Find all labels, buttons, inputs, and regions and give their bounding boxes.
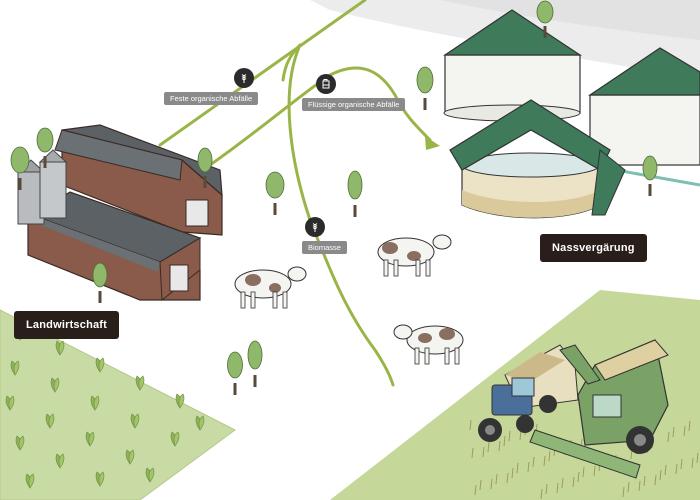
- stubble-stalk: [490, 478, 493, 490]
- crop-plant: [195, 415, 205, 431]
- crop-plant: [175, 393, 185, 409]
- tractor: [478, 344, 579, 442]
- label-nassvergaerung: Nassvergärung: [540, 234, 647, 262]
- field-left: [0, 309, 236, 500]
- background-band-inner: [420, 0, 700, 40]
- tree: [347, 170, 363, 217]
- liquid-container-icon: [316, 74, 336, 94]
- stubble-stalk: [675, 463, 678, 475]
- crop-plant: [125, 449, 135, 465]
- crop-plant: [25, 473, 35, 489]
- crop-plant: [95, 357, 105, 373]
- stubble-stalk: [498, 440, 501, 452]
- stubble-stalk: [672, 426, 675, 438]
- stubble-stalk: [495, 473, 498, 485]
- stubble-stalk: [506, 472, 509, 484]
- stubble-stalk: [516, 462, 519, 474]
- wheat-icon: [234, 68, 254, 88]
- stubble-stalk: [482, 446, 485, 458]
- crop-plant: [5, 395, 15, 411]
- crop-plant: [135, 375, 145, 391]
- crop-plant: [170, 431, 180, 447]
- stubble-stalk: [508, 430, 511, 442]
- stubble-stalk: [622, 486, 625, 498]
- tree: [197, 147, 213, 188]
- stubble-stalk: [577, 471, 580, 483]
- stubble-stalk: [659, 469, 662, 481]
- cow-3: [393, 324, 464, 365]
- stubble-stalk: [654, 474, 657, 486]
- stubble-stalk: [688, 420, 691, 432]
- stubble-stalk: [664, 464, 667, 476]
- crop-plant: [55, 453, 65, 469]
- stubble-stalk: [691, 457, 694, 469]
- stubble-stalk: [582, 466, 585, 478]
- tree: [36, 127, 54, 168]
- stubble-stalk: [683, 425, 686, 437]
- stubble-stalk: [487, 441, 490, 453]
- stubble-stalk: [469, 419, 472, 431]
- stubble-stalk: [503, 435, 506, 447]
- tree: [642, 155, 658, 196]
- crop-plant: [15, 435, 25, 451]
- stubble-stalk: [479, 479, 482, 491]
- stubble-stalk: [527, 461, 530, 473]
- flow-line-branch: [281, 43, 302, 82]
- crop-plant: [45, 413, 55, 429]
- stubble-stalk: [593, 465, 596, 477]
- combine-harvester: [529, 339, 669, 479]
- stubble-stalk: [474, 484, 477, 496]
- stubble-stalk: [680, 458, 683, 470]
- crop-plant: [130, 413, 140, 429]
- flow-lines: [158, 0, 432, 387]
- flow-line-liquid-waste: [208, 66, 432, 167]
- flow-arrowhead: [425, 136, 440, 150]
- tree: [10, 146, 30, 190]
- crop-plant: [50, 377, 60, 393]
- barn-back: [54, 124, 223, 236]
- flow-line-biomass: [287, 43, 395, 387]
- stubble-stalk: [511, 467, 514, 479]
- chip-biomasse: Biomasse: [302, 241, 347, 254]
- stubble-stalk: [471, 447, 474, 459]
- cow-2: [377, 234, 452, 277]
- chip-fluessige-abfaelle: Flüssige organische Abfälle: [302, 98, 406, 111]
- stubble-stalk: [543, 455, 546, 467]
- flow-line-solid-waste: [158, 0, 367, 147]
- stubble-stalk: [540, 488, 543, 500]
- stubble-stalk: [643, 475, 646, 487]
- stubble-stalk: [548, 450, 551, 462]
- tree: [536, 0, 554, 38]
- cow-1: [234, 266, 307, 309]
- crop-plant: [55, 340, 65, 356]
- crop-plant: [10, 360, 20, 376]
- tree: [247, 340, 263, 387]
- label-landwirtschaft: Landwirtschaft: [14, 311, 120, 339]
- stubble-stalk: [696, 452, 699, 464]
- wheat-icon: [305, 217, 325, 237]
- crop-plant: [145, 467, 155, 483]
- stubble-stalk: [638, 480, 641, 492]
- tree: [416, 66, 434, 110]
- crop-plant: [95, 471, 105, 487]
- stubble-stalk: [572, 476, 575, 488]
- stubble-stalk: [667, 431, 670, 443]
- digester-tank: [449, 99, 626, 219]
- tree: [92, 262, 108, 303]
- crop-plant: [90, 395, 100, 411]
- tree: [227, 351, 243, 395]
- crop-plant: [85, 431, 95, 447]
- stubble-stalk: [627, 481, 630, 493]
- stubble-stalk: [561, 477, 564, 489]
- tree: [265, 171, 285, 215]
- trees: [10, 0, 658, 395]
- chip-feste-abfaelle: Feste organische Abfälle: [164, 92, 259, 105]
- biogas-dome-right: [588, 47, 700, 166]
- stubble-stalk: [532, 456, 535, 468]
- stubble-stalk: [545, 483, 548, 495]
- stubble-stalk: [556, 482, 559, 494]
